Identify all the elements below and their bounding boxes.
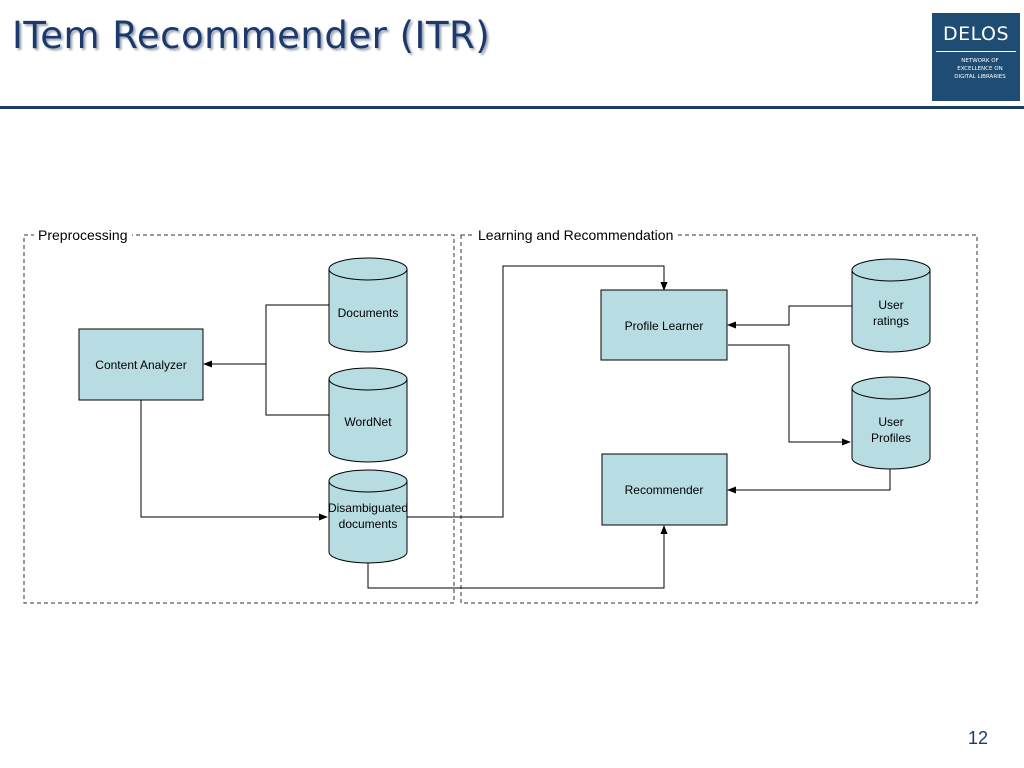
user-ratings-database [851, 258, 931, 353]
profile-learner-label: Profile Learner [625, 319, 704, 333]
disambiguated-to-profile-learner-arrow [407, 265, 668, 518]
analyzer-to-disambiguated-arrow [140, 400, 328, 521]
documents-to-analyzer-connector [265, 304, 329, 364]
learning-label-bg [472, 226, 676, 244]
logo-subtitle: Network of Excellence on Digital Librari… [954, 58, 1006, 80]
user-profiles-database [851, 376, 931, 470]
recommender-box [601, 453, 728, 526]
documents-label: Documents [338, 306, 399, 320]
disambiguated-to-recommender-arrow [367, 525, 668, 589]
wordnet-database [328, 367, 408, 463]
user-profiles-label-line2: Profiles [871, 431, 911, 445]
content-analyzer-label: Content Analyzer [95, 358, 186, 372]
delos-logo: DELOS Network of Excellence on Digital L… [932, 13, 1020, 101]
ratings-to-profile-learner-arrow [727, 305, 852, 329]
learning-group-label: Learning and Recommendation [478, 227, 673, 243]
logo-rule [936, 51, 1016, 52]
documents-database [328, 257, 408, 353]
disambiguated-documents-database [328, 469, 408, 564]
user-profiles-to-recommender-arrow [727, 469, 891, 494]
slide-title: ITem Recommender (ITR) [12, 14, 491, 57]
title-divider [0, 106, 1024, 109]
user-profiles-label-line1: User [878, 415, 903, 429]
disambiguated-label-line1: Disambiguated [328, 501, 408, 515]
disambiguated-label-line2: documents [339, 517, 398, 531]
user-ratings-label-line1: User [878, 298, 903, 312]
profile-learner-box [600, 289, 728, 361]
recommender-label: Recommender [625, 483, 704, 497]
profile-learner-to-user-profiles-arrow [728, 344, 851, 446]
preprocessing-label-bg [34, 226, 132, 244]
preprocessing-group-label: Preprocessing [38, 227, 128, 243]
logo-wordmark: DELOS [942, 23, 1010, 45]
page-number: 12 [967, 728, 988, 748]
content-analyzer-box [78, 328, 204, 401]
wordnet-label: WordNet [344, 415, 392, 429]
wordnet-to-analyzer-connector [265, 364, 329, 416]
user-ratings-label-line2: ratings [873, 314, 909, 328]
learning-group-frame [460, 234, 978, 604]
